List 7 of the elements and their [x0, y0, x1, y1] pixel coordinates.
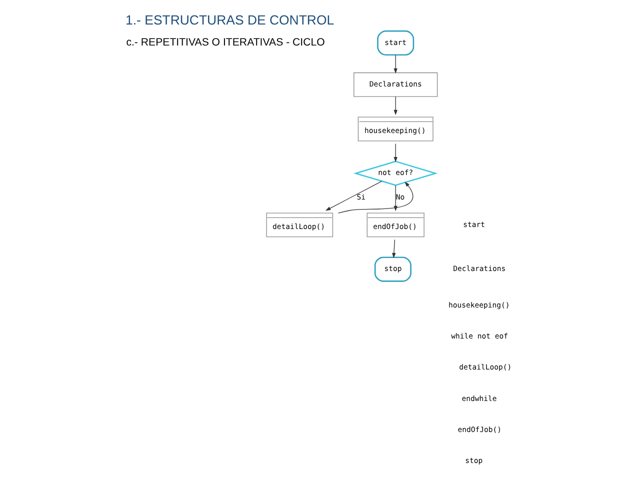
arrow: [393, 143, 397, 162]
label: c.- REPETITIVAS O ITERATIVAS - CICLO: [126, 36, 324, 48]
arrow: [393, 54, 397, 74]
diagram-title: 1.- ESTRUCTURAS DE CONTROL: [125, 12, 334, 28]
arrow: [324, 180, 382, 211]
arrow: [393, 96, 397, 116]
arrow: [392, 239, 396, 258]
